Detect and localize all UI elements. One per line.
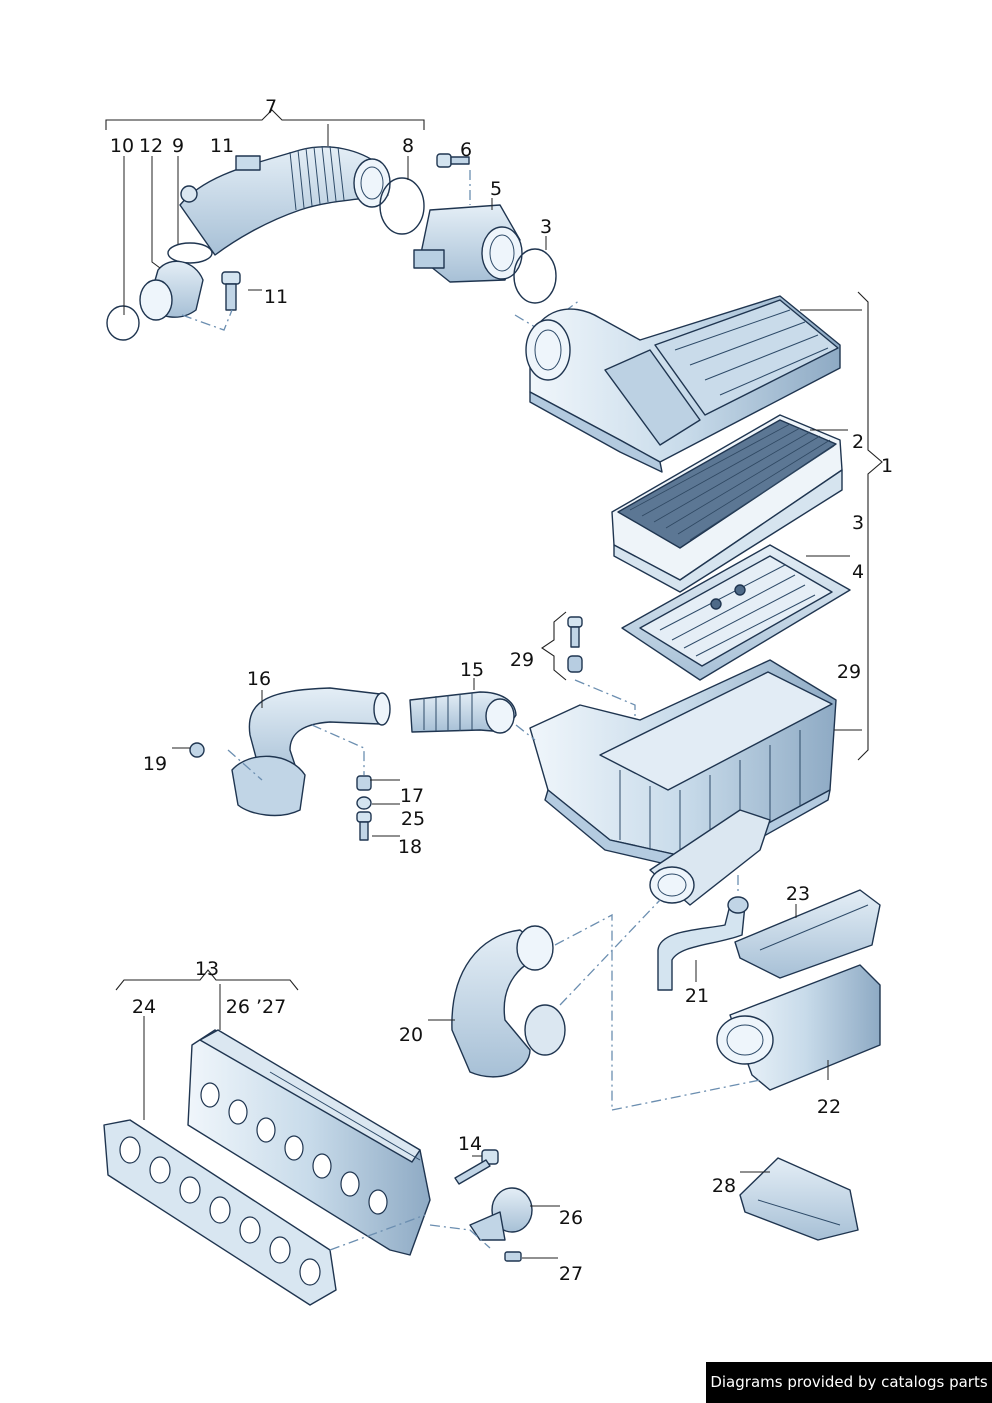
- label-11-bottom: 11: [264, 286, 288, 308]
- label-28: 28: [712, 1175, 736, 1197]
- washer-25: [356, 796, 372, 810]
- seal-3: [513, 248, 557, 304]
- hose-ribs: [289, 145, 345, 211]
- intake-manifold-13: [187, 1029, 431, 1256]
- label-21: 21: [685, 985, 709, 1007]
- label-12: 12: [139, 135, 163, 157]
- bolt-11: [221, 271, 241, 285]
- o-ring-9: [167, 242, 213, 264]
- air-guide-23: [734, 889, 881, 979]
- label-22: 22: [817, 1096, 841, 1118]
- label-8: 8: [402, 135, 414, 157]
- screw-29-group: [541, 611, 636, 720]
- label-3-right: 3: [852, 512, 864, 534]
- corrugated-hose: [179, 146, 389, 256]
- label-4: 4: [852, 561, 864, 583]
- label-9: 9: [172, 135, 184, 157]
- gasket-24: [103, 1119, 337, 1306]
- nut-19: [189, 742, 205, 758]
- label-6: 6: [460, 139, 472, 161]
- label-24: 24: [132, 996, 156, 1018]
- actuator-26: [469, 1187, 533, 1241]
- nut-17: [356, 775, 372, 791]
- bracket-1: [857, 291, 883, 761]
- bracket-29: [541, 611, 567, 681]
- o-ring-10: [106, 305, 140, 341]
- label-16: 16: [247, 668, 271, 690]
- label-2: 2: [852, 431, 864, 453]
- screw-27: [504, 1251, 522, 1262]
- filter-frame-4: [621, 544, 851, 681]
- bolt-14: [454, 1149, 499, 1185]
- label-10: 10: [110, 135, 134, 157]
- label-7: 7: [265, 96, 277, 118]
- label-20: 20: [399, 1024, 423, 1046]
- air-duct-28: [739, 1157, 859, 1241]
- label-29-left: 29: [510, 649, 534, 671]
- bolt-18: [356, 811, 372, 823]
- label-17: 17: [400, 785, 424, 807]
- label-27: 27: [559, 1263, 583, 1285]
- bracket-7: [105, 109, 425, 130]
- label-19: 19: [143, 753, 167, 775]
- hose-clamp: [379, 177, 425, 235]
- credit-footer: Diagrams provided by catalogs parts: [706, 1362, 992, 1403]
- label-26: 26: [559, 1207, 583, 1229]
- label-5: 5: [490, 178, 502, 200]
- bracket-13: [115, 969, 299, 991]
- label-23: 23: [786, 883, 810, 905]
- air-duct-15: [409, 691, 536, 741]
- label-1: 1: [881, 455, 893, 477]
- air-filter-cover: [525, 295, 841, 473]
- leader-lines: [123, 124, 862, 1259]
- bolt-6: [436, 153, 452, 168]
- sensor-connector: [235, 155, 261, 171]
- intake-hose-assembly: [105, 109, 581, 341]
- label-15: 15: [460, 659, 484, 681]
- small-fasteners: [189, 742, 372, 841]
- hose-21: [657, 875, 749, 991]
- air-elbow-20: [451, 899, 661, 1110]
- air-filter-element: [611, 414, 843, 593]
- part-labels: 7 10 12 9 11 8 6 5 3 11 2 1 3 4 29 29 16…: [110, 96, 893, 1285]
- air-intake-22: [611, 964, 881, 1111]
- label-29-right: 29: [837, 661, 861, 683]
- label-14: 14: [458, 1133, 482, 1155]
- label-11-top: 11: [210, 135, 234, 157]
- label-13: 13: [195, 958, 219, 980]
- label-26-27: 26 ’27: [226, 996, 286, 1018]
- air-filter-lower-housing: [529, 659, 837, 906]
- air-duct-16: [227, 687, 391, 817]
- breather-nipple: [180, 185, 198, 203]
- label-25: 25: [401, 808, 425, 830]
- hose-outlet-end: [353, 158, 391, 208]
- label-18: 18: [398, 836, 422, 858]
- label-3-top: 3: [540, 216, 552, 238]
